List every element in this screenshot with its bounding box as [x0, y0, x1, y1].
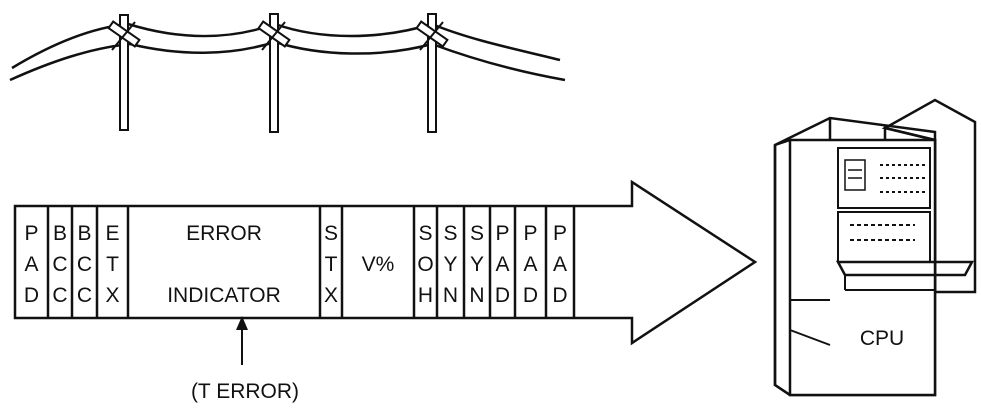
telephone-pole	[107, 14, 141, 131]
frame-cell-char: P	[553, 222, 567, 245]
frame-cell-char: C	[52, 284, 67, 307]
frame-cell-char: A	[495, 253, 509, 276]
frame-cell-char: N	[469, 284, 484, 307]
telephone-pole	[257, 13, 291, 133]
frame-cells: PADBCCBCCETXERRORINDICATORSTXV%SOHSYNSYN…	[24, 206, 576, 318]
frame-cell-char: D	[523, 284, 538, 307]
frame-cell-char: X	[324, 284, 338, 307]
frame-cell-char: C	[52, 253, 67, 276]
frame-cell-char: B	[77, 222, 91, 245]
frame-cell-char: P	[24, 222, 38, 245]
frame-cell-char: D	[552, 284, 567, 307]
frame-cell-char: C	[77, 253, 92, 276]
frame-cell-char: S	[443, 222, 457, 245]
pointer-arrow	[236, 316, 248, 365]
frame-cell-char: Y	[470, 253, 484, 276]
frame-cell-char: D	[24, 284, 39, 307]
frame-cell-char: D	[495, 284, 510, 307]
frame-cell-char: T	[325, 253, 338, 276]
frame-cell-char: T	[106, 253, 119, 276]
frame-cell-char: H	[418, 284, 433, 307]
cpu-label: CPU	[860, 327, 904, 350]
frame-cell-char: X	[105, 284, 119, 307]
frame-cell-char: C	[77, 284, 92, 307]
frame-cell-char: O	[417, 253, 433, 276]
terror-label: (T ERROR)	[191, 380, 299, 403]
frame-cell-char: Y	[443, 253, 457, 276]
telephone-pole	[415, 13, 449, 133]
frame-cell-char: V%	[362, 253, 395, 276]
telephone-line	[9, 13, 566, 133]
frame-cell-char: ERROR	[186, 222, 262, 245]
frame-cell-char: A	[24, 253, 38, 276]
frame-cell-char: A	[523, 253, 537, 276]
frame-cell-char: S	[418, 222, 432, 245]
frame-cell-char: E	[105, 222, 119, 245]
frame-cell-char: S	[324, 222, 338, 245]
frame-cell-char: INDICATOR	[167, 284, 281, 307]
frame-cell-char: N	[443, 284, 458, 307]
frame-cell-char: B	[53, 222, 67, 245]
frame-cell-char: P	[523, 222, 537, 245]
frame-cell-char: S	[470, 222, 484, 245]
frame-cell-char: P	[495, 222, 509, 245]
computer-cabinet	[773, 98, 977, 397]
frame-cell-char: A	[553, 253, 567, 276]
frame-arrow	[13, 179, 758, 346]
